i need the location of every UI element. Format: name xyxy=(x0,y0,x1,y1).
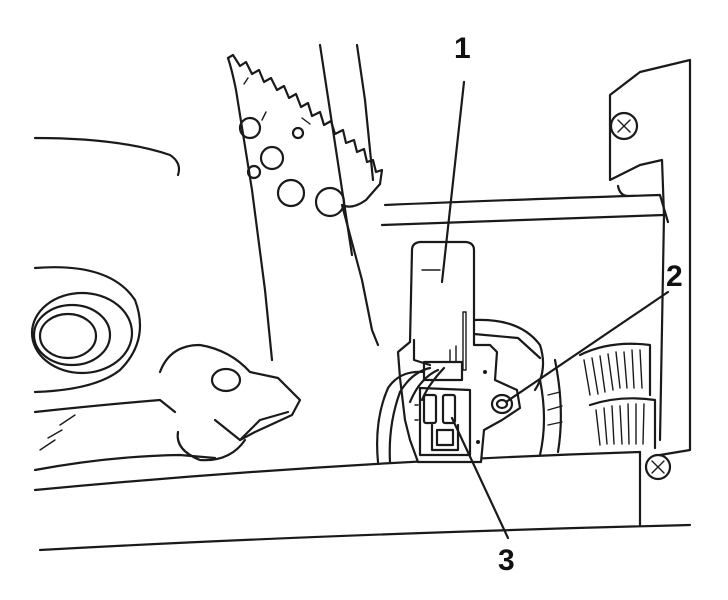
sensor-wires xyxy=(376,345,464,464)
base-plate xyxy=(33,450,692,552)
leader-line-2 xyxy=(504,290,670,404)
lower-lever xyxy=(33,343,302,472)
leader-line-3 xyxy=(450,416,510,540)
callout-3: 3 xyxy=(498,544,515,577)
right-bracket xyxy=(380,58,692,481)
leader-line-1 xyxy=(440,80,466,284)
left-hub xyxy=(30,266,142,394)
rear-stalk xyxy=(318,43,375,257)
mounting-screw xyxy=(490,393,514,415)
callout-2: 2 xyxy=(666,260,683,293)
housing-arc xyxy=(33,136,181,177)
sector-gear-plate xyxy=(226,53,384,362)
sensor-connector xyxy=(414,370,487,457)
sensor-body xyxy=(396,240,522,464)
wiring-harness xyxy=(538,342,657,457)
callout-1: 1 xyxy=(454,32,471,65)
